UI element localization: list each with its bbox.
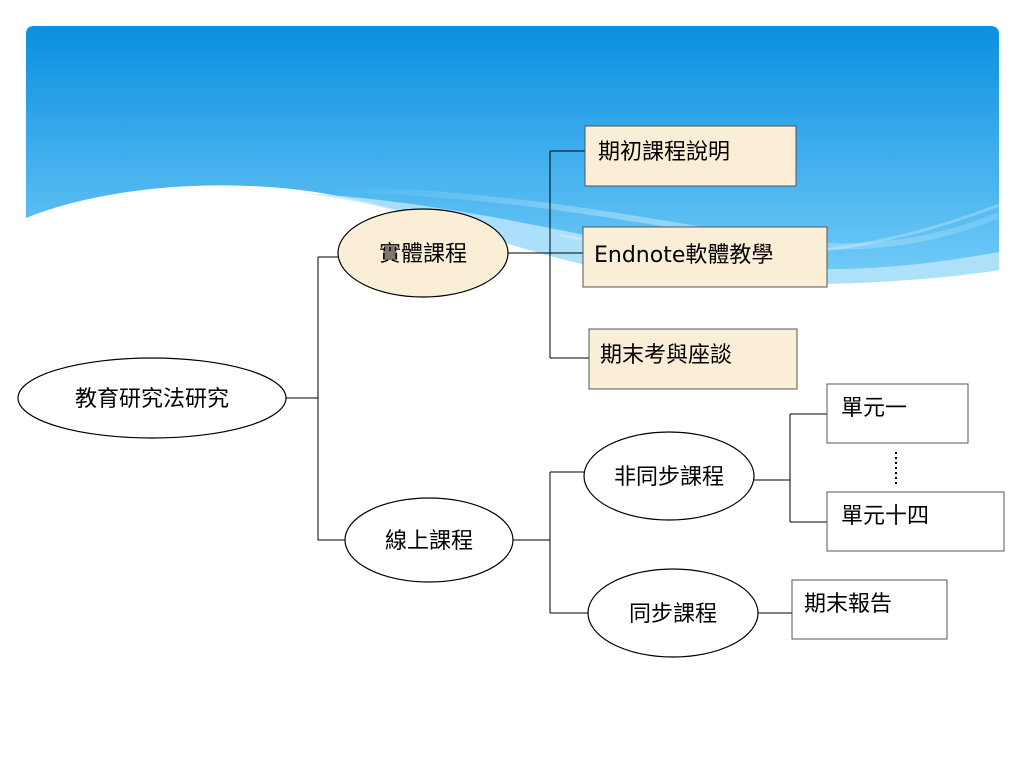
- physical-item-1: 期初課程說明: [584, 125, 797, 187]
- root-node: 教育研究法研究: [17, 357, 287, 439]
- physical-item-2-label: Endnote軟體教學: [594, 243, 773, 268]
- unit-1-label: 單元一: [841, 396, 907, 421]
- async-node: 非同步課程: [583, 431, 755, 521]
- physical-item-3: 期末考與座談: [588, 328, 798, 390]
- unit-14-box: 單元十四: [826, 491, 1005, 552]
- sync-node: 同步課程: [587, 568, 759, 658]
- physical-item-2: Endnote軟體教學: [582, 226, 828, 288]
- unit-1-box: 單元一: [826, 383, 969, 444]
- header-banner: [26, 26, 1001, 285]
- branch-physical-label: 實體課程: [379, 242, 467, 267]
- physical-item-1-label: 期初課程說明: [598, 140, 730, 165]
- branch-online-node: 線上課程: [344, 497, 514, 583]
- connector-lines: [286, 150, 827, 614]
- final-report-box: 期末報告: [791, 579, 948, 640]
- branch-online-label: 線上課程: [385, 529, 473, 554]
- branch-physical-node: 實體課程: [337, 208, 509, 298]
- async-label: 非同步課程: [614, 465, 724, 490]
- root-label: 教育研究法研究: [75, 387, 229, 412]
- unit-14-label: 單元十四: [841, 504, 929, 529]
- sync-label: 同步課程: [629, 602, 717, 627]
- final-report-label: 期末報告: [804, 592, 892, 617]
- physical-item-3-label: 期末考與座談: [600, 343, 732, 368]
